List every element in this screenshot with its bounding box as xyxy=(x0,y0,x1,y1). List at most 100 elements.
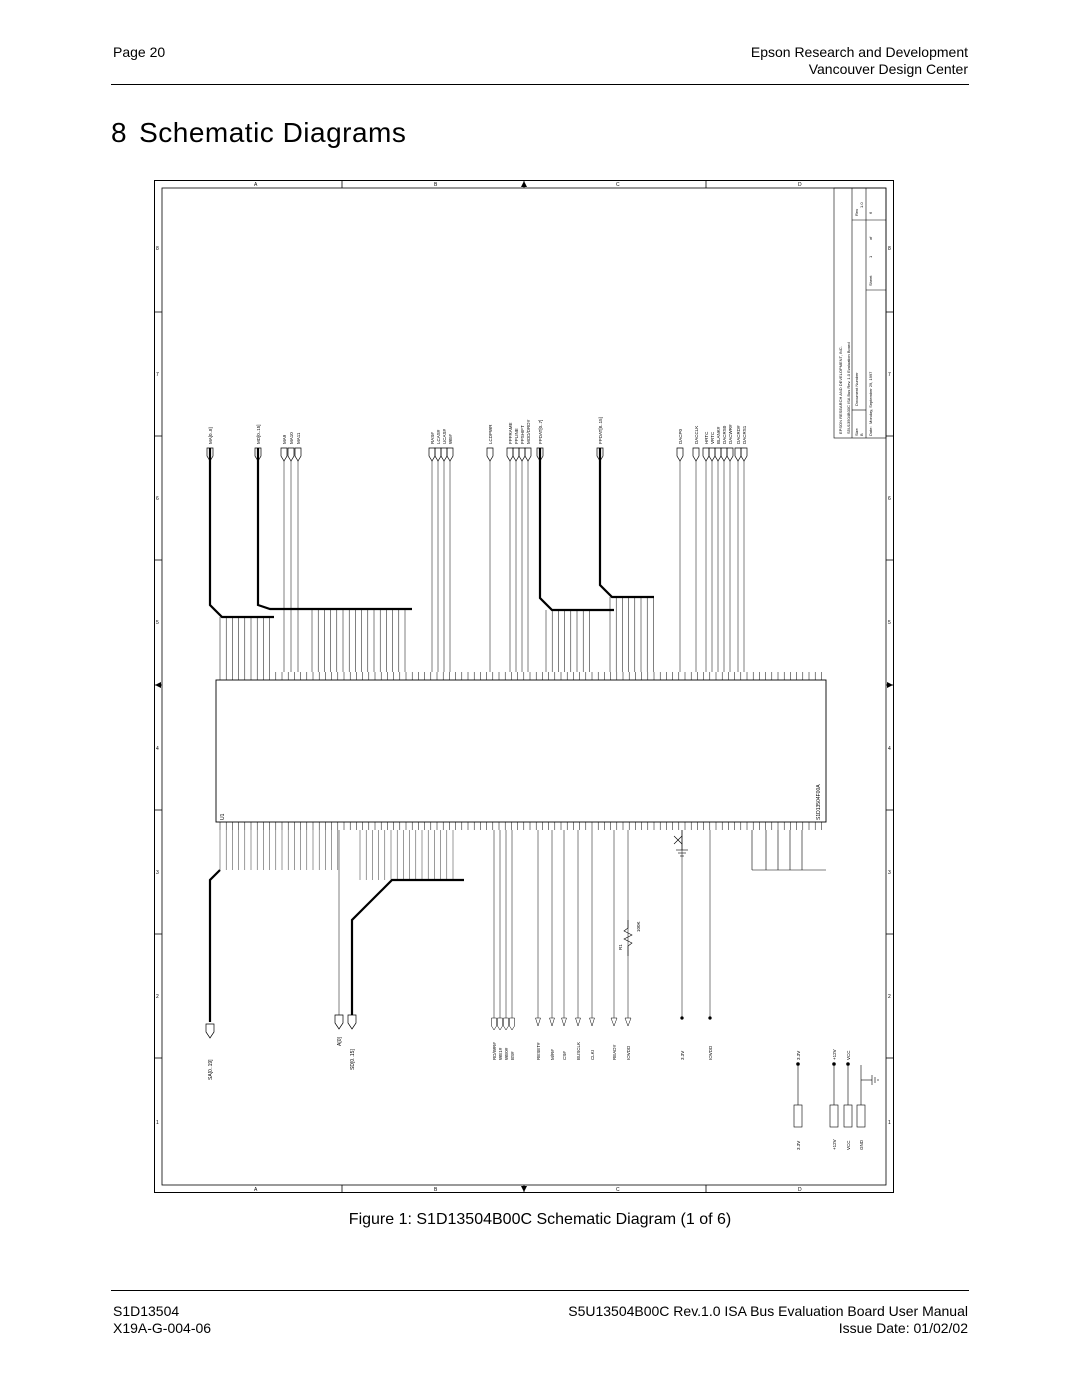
title-block-size-label: Size xyxy=(854,427,859,436)
footer-rule xyxy=(111,1290,969,1291)
top-signal-label: MA9 xyxy=(282,434,287,444)
zone-number-right-6: 6 xyxy=(888,496,891,502)
power-label-3v3-top: 3.3V xyxy=(796,1051,801,1060)
control-arrow xyxy=(575,1017,581,1027)
chip-pins-top xyxy=(219,672,822,680)
zone-number-right-5: 5 xyxy=(888,620,891,626)
power-symbols xyxy=(793,1062,879,1128)
zone-number-4: 4 xyxy=(156,746,159,752)
top-signal-label: LCDPWR xyxy=(488,424,493,444)
sd-bus-port xyxy=(347,1014,357,1030)
footer-left: S1D13504 X19A-G-004-06 xyxy=(113,1303,211,1337)
control-label: BS# xyxy=(510,1051,515,1060)
top-port xyxy=(428,447,436,462)
zone-letter-bottom-d: D xyxy=(798,1187,802,1193)
zone-number-right-2: 2 xyxy=(888,994,891,1000)
top-port xyxy=(512,447,520,462)
title-block-date: Monday, September 29, 1997 xyxy=(868,371,873,424)
iovdd-arrow xyxy=(624,1017,632,1027)
zone-number-right-3: 3 xyxy=(888,870,891,876)
top-port xyxy=(714,447,722,462)
control-label: RESET# xyxy=(536,1042,541,1060)
top-port xyxy=(734,447,742,462)
sa-bus-line xyxy=(208,869,221,1022)
top-signal-label: VRTC xyxy=(710,431,715,444)
top-signal-label: MOD/DRDY xyxy=(526,420,531,445)
power-labels: 3.3V +12V VCC GND 3.3V +12V VCC xyxy=(796,1049,864,1150)
division-name: Vancouver Design Center xyxy=(808,61,968,77)
top-port xyxy=(536,447,544,462)
top-signal-label: HRTC xyxy=(704,431,709,444)
company-name: Epson Research and Development xyxy=(750,44,968,60)
top-port xyxy=(294,447,302,462)
a0-label: A[0] xyxy=(337,1036,343,1046)
title-block-text: EPSON RESEARCH AND DEVELOPMENT, INC. S5U… xyxy=(838,202,873,436)
title-block-of: of xyxy=(868,236,873,240)
chip-reference: U1 xyxy=(220,813,226,820)
resistor-r1 xyxy=(623,920,633,956)
control-lines xyxy=(491,830,712,1031)
sd-bus-line xyxy=(350,878,464,1015)
footer-product: S1D13504 xyxy=(113,1303,180,1319)
zone-labels: A B C D A B C D 1 2 3 4 5 6 7 8 1 2 3 4 … xyxy=(156,182,891,1193)
control-label: IOVDD xyxy=(708,1045,713,1060)
top-signal-label: DACRS0 xyxy=(722,425,727,444)
top-port xyxy=(254,447,262,462)
schematic-outer-frame xyxy=(154,180,894,1193)
top-port xyxy=(518,447,526,462)
top-signal-label: RAS# xyxy=(430,432,435,444)
top-signal-label: DACCLK xyxy=(694,426,699,444)
control-label: CS# xyxy=(562,1051,567,1060)
power-label-vcc: VCC xyxy=(846,1140,851,1150)
chip-part-number: S1D13504F00A xyxy=(816,784,822,820)
top-signal-label: FPLINE xyxy=(514,428,519,444)
fpdat-bus-line xyxy=(538,448,614,612)
control-arrow xyxy=(561,1017,567,1027)
control-port xyxy=(491,1017,497,1031)
header-company-block: Epson Research and Development Vancouver… xyxy=(751,44,968,78)
top-signal-label: MA[0..8] xyxy=(208,427,213,444)
schematic-inner-frame xyxy=(161,187,887,1186)
control-label: CLKI xyxy=(590,1050,595,1060)
figure-caption: Figure 1: S1D13504B00C Schematic Diagram… xyxy=(348,1211,732,1228)
control-label: 3.3V xyxy=(680,1051,685,1060)
top-port xyxy=(206,447,214,462)
node-iovdd xyxy=(708,1016,712,1020)
zone-number-1: 1 xyxy=(156,1120,159,1126)
zone-letter-bottom-c: C xyxy=(616,1187,620,1193)
zone-letter-top-d: D xyxy=(798,182,802,188)
top-port xyxy=(440,447,448,462)
power-label-12v-top: +12V xyxy=(832,1049,837,1060)
power-label-vcc-top: VCC xyxy=(846,1050,851,1060)
zone-number-2: 2 xyxy=(156,994,159,1000)
zone-number-right-7: 7 xyxy=(888,372,891,378)
resistor-value: 100K xyxy=(636,921,641,932)
title-block-total: 6 xyxy=(868,211,873,214)
control-port xyxy=(509,1017,515,1031)
fpdat-hi-bus-line xyxy=(598,448,654,599)
top-signal-label: FPDAT[8..15] xyxy=(598,417,603,444)
zone-dividers xyxy=(154,180,894,1193)
footer-manual-title: S5U13504B00C Rev.1.0 ISA Bus Evaluation … xyxy=(568,1303,968,1319)
node-3v3 xyxy=(680,1016,684,1020)
zone-number-right-1: 1 xyxy=(888,1120,891,1126)
top-signal-label: LCAS# xyxy=(436,429,441,444)
zone-number-right-4: 4 xyxy=(888,746,891,752)
top-port xyxy=(506,447,514,462)
top-port xyxy=(287,447,295,462)
top-port xyxy=(446,447,454,462)
sa-bus-port xyxy=(205,1023,215,1039)
title-block-company: EPSON RESEARCH AND DEVELOPMENT, INC. xyxy=(838,346,843,434)
top-port xyxy=(524,447,532,462)
center-mark-bottom xyxy=(521,1186,527,1192)
top-port xyxy=(596,447,604,462)
top-signal-label: UCAS# xyxy=(442,428,447,444)
control-arrow xyxy=(535,1017,541,1027)
top-port xyxy=(740,447,748,462)
top-signal-lines xyxy=(219,461,745,672)
control-label: M/R# xyxy=(550,1049,555,1060)
zone-number-7: 7 xyxy=(156,372,159,378)
center-mark-right xyxy=(887,682,893,688)
